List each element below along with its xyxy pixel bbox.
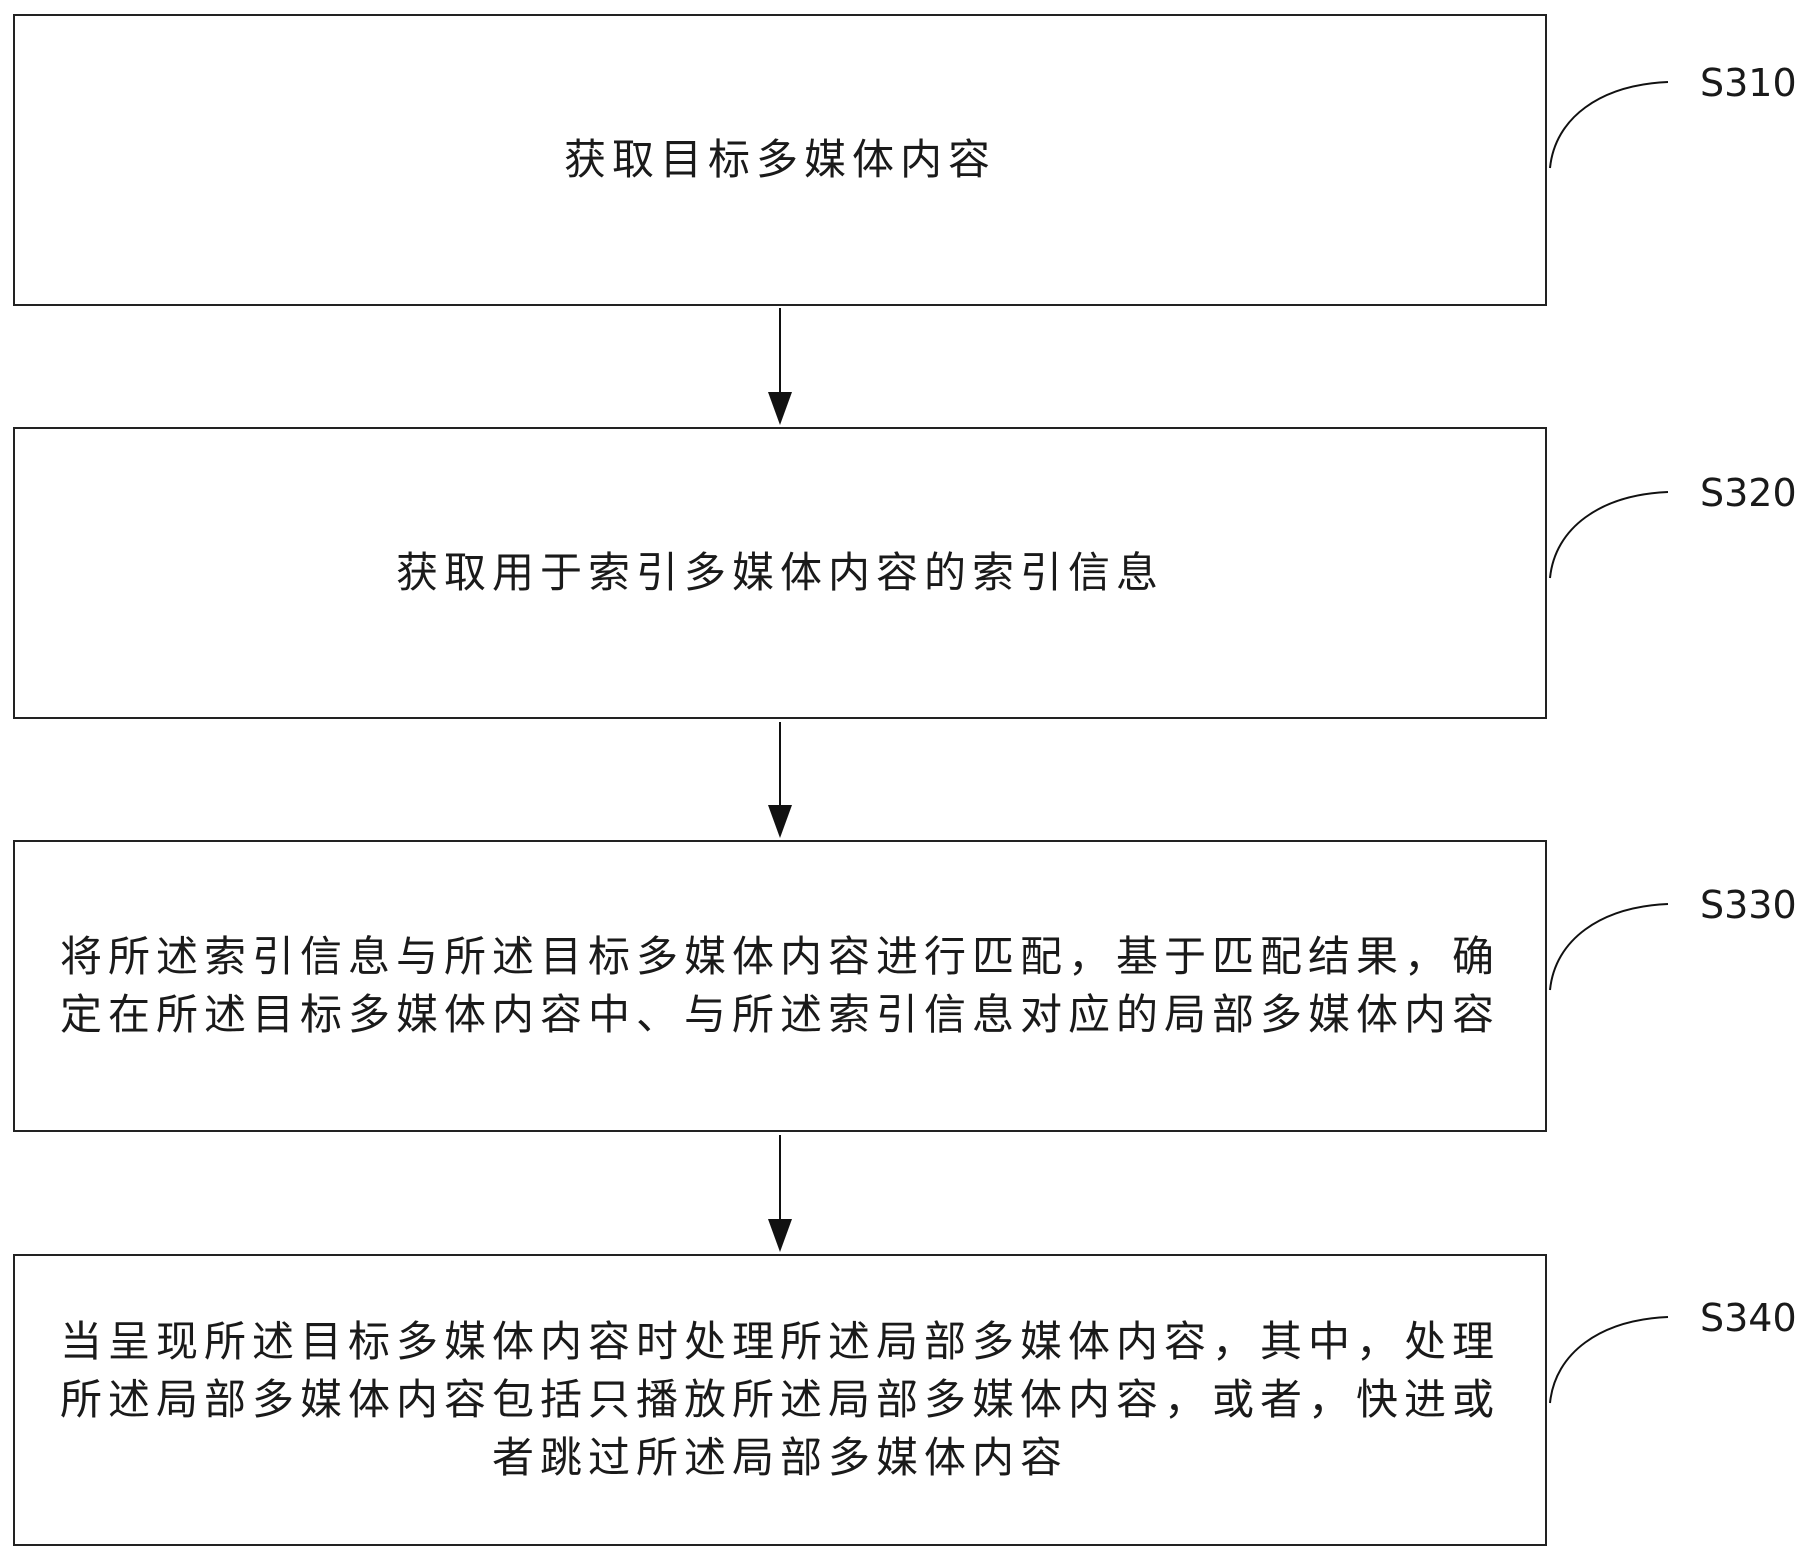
step-label-s330: S330 (1700, 883, 1797, 927)
leader-curve-s310 (1549, 81, 1669, 169)
step-label-s310: S310 (1700, 61, 1797, 105)
step-box-s330: 将所述索引信息与所述目标多媒体内容进行匹配，基于匹配结果，确定在所述目标多媒体内… (13, 840, 1547, 1132)
arrow-s310-to-s320 (768, 308, 792, 425)
step-text-s320: 获取用于索引多媒体内容的索引信息 (395, 548, 1164, 597)
step-text-s340: 当呈现所述目标多媒体内容时处理所述局部多媒体内容，其中，处理所述局部多媒体内容包… (59, 1317, 1500, 1482)
step-box-s320: 获取用于索引多媒体内容的索引信息 (13, 427, 1547, 719)
step-label-s340: S340 (1700, 1296, 1797, 1340)
step-text-s310: 获取目标多媒体内容 (563, 135, 996, 184)
step-box-s340: 当呈现所述目标多媒体内容时处理所述局部多媒体内容，其中，处理所述局部多媒体内容包… (13, 1254, 1547, 1546)
arrow-s330-to-s340 (768, 1135, 792, 1252)
leader-curve-s340 (1549, 1316, 1669, 1404)
step-box-s310: 获取目标多媒体内容 (13, 14, 1547, 306)
leader-curve-s330 (1549, 903, 1669, 991)
leader-curve-s320 (1549, 491, 1669, 579)
step-label-s320: S320 (1700, 471, 1797, 515)
step-text-s330: 将所述索引信息与所述目标多媒体内容进行匹配，基于匹配结果，确定在所述目标多媒体内… (59, 932, 1500, 1039)
arrow-s320-to-s330 (768, 722, 792, 838)
